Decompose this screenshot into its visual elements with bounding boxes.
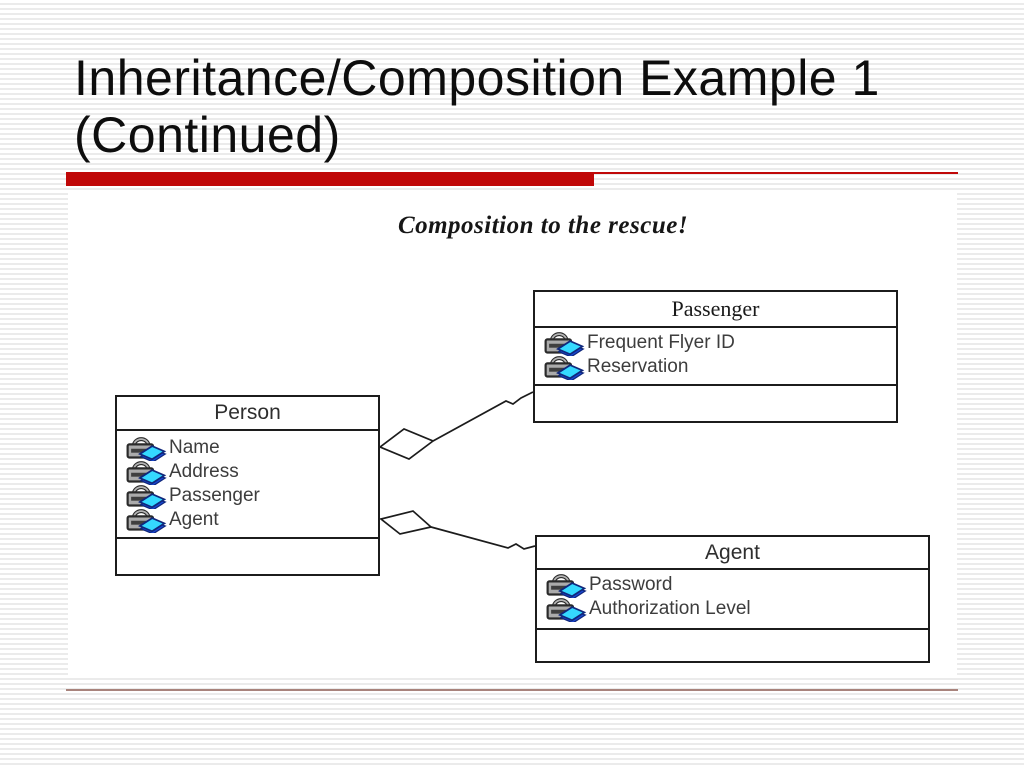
class-box-person: Person Name Address Passenger Agent bbox=[115, 395, 380, 576]
attribute-label: Agent bbox=[169, 509, 219, 530]
attribute-row: Reservation bbox=[543, 355, 892, 379]
attribute-label: Name bbox=[169, 437, 220, 458]
title-underline-line bbox=[594, 172, 958, 174]
attribute-row: Frequent Flyer ID bbox=[543, 331, 892, 355]
private-attribute-icon bbox=[543, 352, 585, 380]
private-attribute-icon bbox=[125, 505, 167, 533]
attribute-label: Password bbox=[589, 574, 673, 595]
attributes-compartment: Name Address Passenger Agent bbox=[117, 431, 378, 539]
class-box-agent: Agent Password Authorization Level bbox=[535, 535, 930, 663]
attribute-row: Address bbox=[125, 460, 374, 484]
class-title: Person bbox=[117, 397, 378, 431]
attribute-row: Agent bbox=[125, 508, 374, 532]
attribute-row: Authorization Level bbox=[545, 597, 924, 621]
footer-divider bbox=[66, 689, 958, 691]
diagram-caption: Composition to the rescue! bbox=[397, 212, 689, 239]
attributes-compartment: Frequent Flyer ID Reservation bbox=[535, 328, 896, 386]
attribute-label: Address bbox=[169, 461, 239, 482]
private-attribute-icon bbox=[545, 594, 587, 622]
title-underline-bar bbox=[66, 172, 594, 186]
class-title: Passenger bbox=[535, 292, 896, 328]
attribute-row: Passenger bbox=[125, 484, 374, 508]
attribute-label: Passenger bbox=[169, 485, 260, 506]
attribute-label: Frequent Flyer ID bbox=[587, 332, 735, 353]
class-box-passenger: Passenger Frequent Flyer ID Reservation bbox=[533, 290, 898, 423]
attribute-label: Reservation bbox=[587, 356, 689, 377]
attribute-label: Authorization Level bbox=[589, 598, 751, 619]
attribute-row: Name bbox=[125, 436, 374, 460]
class-title: Agent bbox=[537, 537, 928, 570]
slide-title: Inheritance/Composition Example 1 (Conti… bbox=[74, 50, 880, 163]
attribute-row: Password bbox=[545, 573, 924, 597]
attributes-compartment: Password Authorization Level bbox=[537, 570, 928, 630]
